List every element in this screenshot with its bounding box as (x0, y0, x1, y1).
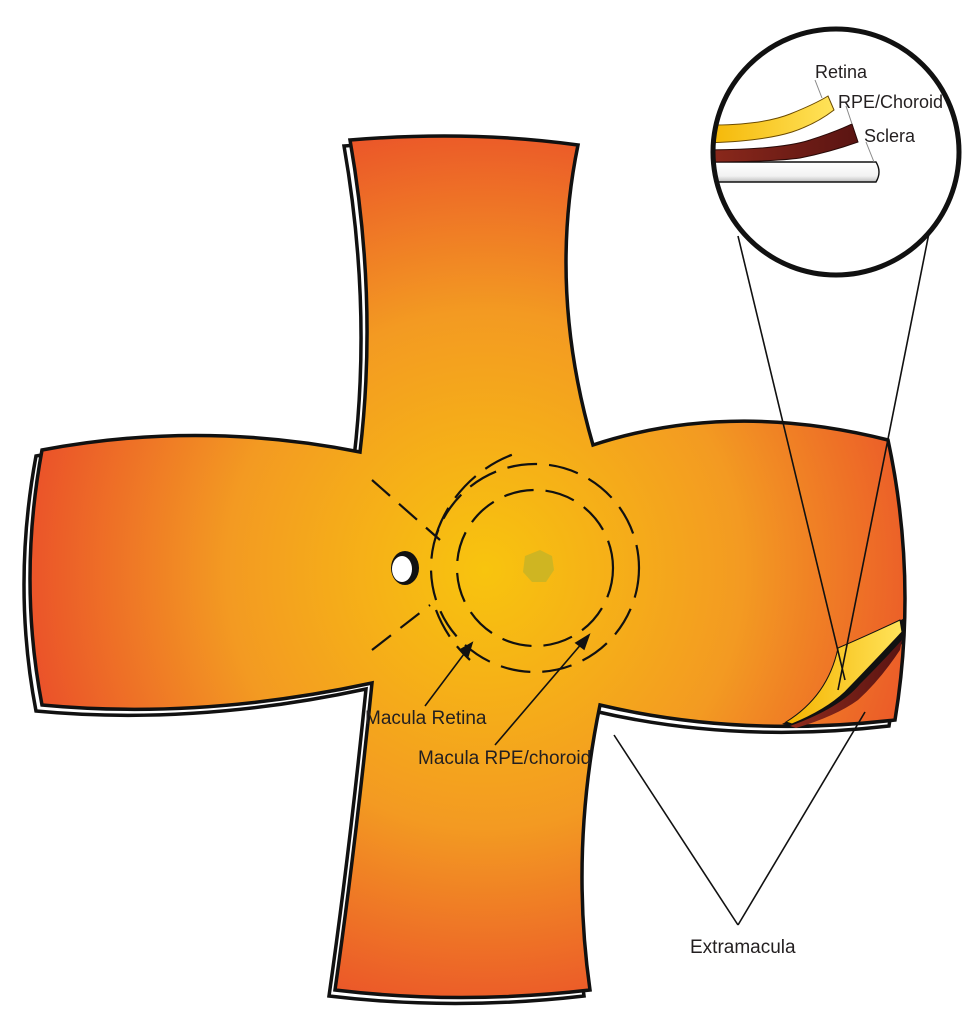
retina-petals (30, 136, 905, 998)
extramacula-pointers (614, 712, 865, 925)
optic-disc (391, 551, 419, 585)
label-extramacula: Extramacula (690, 937, 796, 958)
label-retina: Retina (815, 62, 868, 82)
label-macula-retina: Macula Retina (365, 708, 487, 729)
label-sclera: Sclera (864, 126, 916, 146)
label-rpe-choroid: RPE/Choroid (838, 92, 943, 112)
label-macula-rpe-choroid: Macula RPE/choroid (418, 748, 591, 769)
